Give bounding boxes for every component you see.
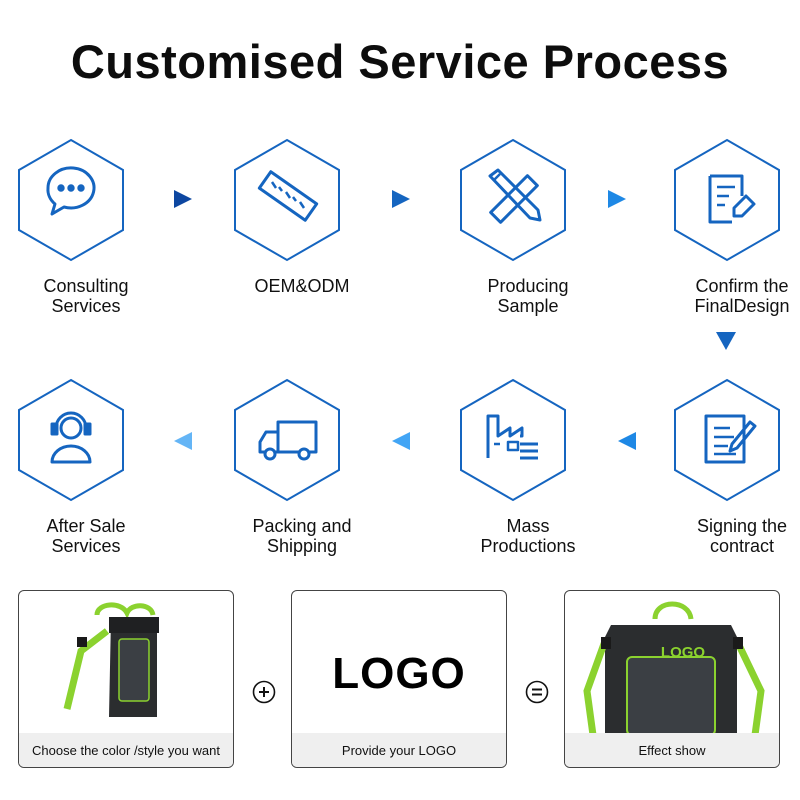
hexagon-frame <box>234 138 340 262</box>
logo-text: LOGO <box>332 649 466 698</box>
step-confirm-final-design: Confirm the FinalDesign <box>672 138 800 338</box>
factory-icon <box>486 414 538 460</box>
hexagon-frame <box>674 378 780 502</box>
step-label: After Sale Services <box>46 516 126 556</box>
step-oem-odm: OEM&ODM <box>232 138 372 338</box>
card-caption: Choose the color /style you want <box>19 733 233 767</box>
step-label: Mass Productions <box>480 516 576 556</box>
bag-with-logo-image: LOGO <box>583 601 765 736</box>
card-effect-show: LOGO Effect show <box>564 590 780 768</box>
truck-icon <box>258 420 318 461</box>
step-consulting-services: Consulting Services <box>16 138 156 338</box>
equals-icon <box>525 680 549 704</box>
hexagon-frame <box>18 378 124 502</box>
bag-logo-text: LOGO <box>661 644 705 661</box>
arrow-right-icon <box>174 190 192 208</box>
step-mass-productions: Mass Productions <box>458 378 598 578</box>
step-label: Producing Sample <box>487 276 569 316</box>
hexagon-frame <box>674 138 780 262</box>
step-producing-sample: Producing Sample <box>458 138 598 338</box>
arrow-right-icon <box>608 190 626 208</box>
card-provide-logo: LOGO Provide your LOGO <box>291 590 507 768</box>
arrow-left-icon <box>174 432 192 450</box>
hexagon-frame <box>460 138 566 262</box>
contract-pen-icon <box>704 414 757 464</box>
step-label: Confirm the FinalDesign <box>694 276 790 316</box>
step-label: Packing and Shipping <box>252 516 352 556</box>
ruler-icon <box>257 170 319 222</box>
arrow-left-icon <box>618 432 636 450</box>
hexagon-frame <box>18 138 124 262</box>
arrow-down-icon <box>716 332 736 350</box>
card-choose-style: Choose the color /style you want <box>18 590 234 768</box>
design-tag-icon <box>708 174 756 224</box>
card-caption: Provide your LOGO <box>292 733 506 767</box>
arrow-right-icon <box>392 190 410 208</box>
pencil-ruler-icon <box>488 168 542 224</box>
bag-image <box>63 602 159 717</box>
chat-bubble-icon <box>46 166 96 216</box>
plus-icon <box>252 680 276 704</box>
step-after-sale-services: After Sale Services <box>16 378 156 578</box>
step-label: Consulting Services <box>43 276 129 316</box>
page-title: Customised Service Process <box>70 35 730 88</box>
step-signing-contract: Signing the contract <box>672 378 800 578</box>
step-packing-shipping: Packing and Shipping <box>232 378 372 578</box>
arrow-left-icon <box>392 432 410 450</box>
step-label: Signing the contract <box>696 516 788 556</box>
hexagon-frame <box>234 378 340 502</box>
step-label: OEM&ODM <box>254 276 350 296</box>
hexagon-frame <box>460 378 566 502</box>
headset-icon <box>50 411 92 464</box>
card-caption: Effect show <box>565 733 779 767</box>
